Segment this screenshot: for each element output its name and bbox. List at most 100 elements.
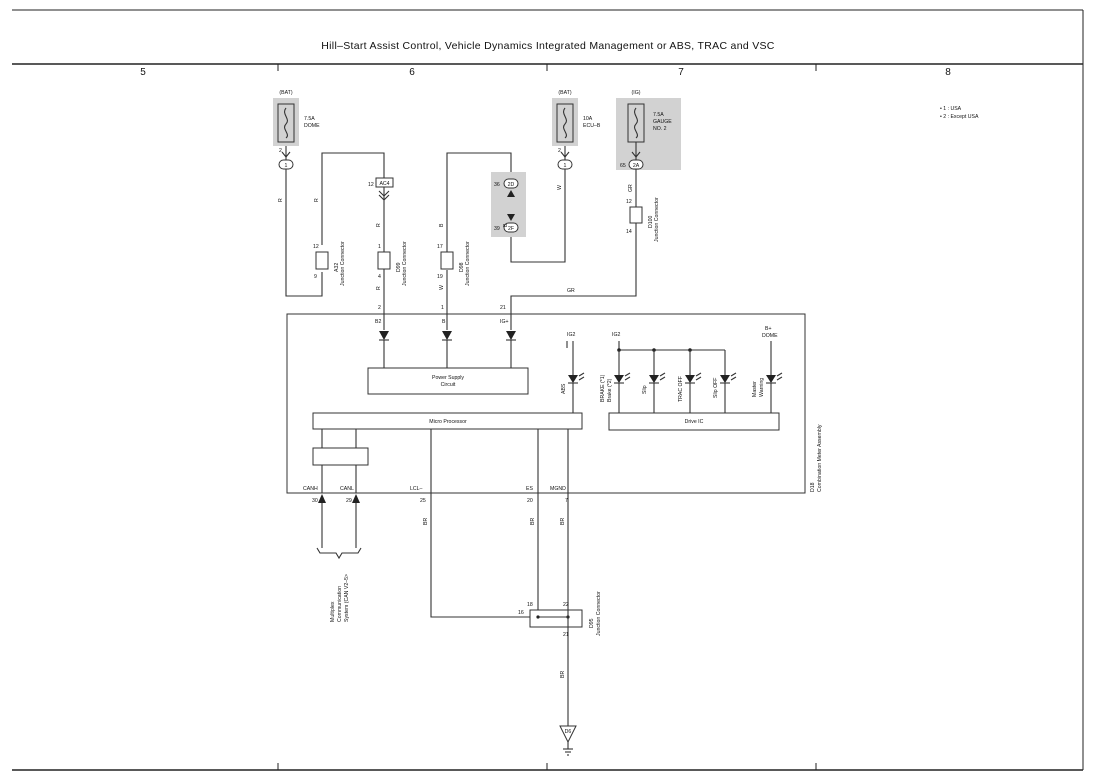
d100-type: Junction Connector — [654, 197, 660, 242]
arrow-up-icon — [507, 190, 515, 197]
wire-b: B — [503, 223, 509, 227]
dome-src-bplus: B+ — [765, 326, 772, 332]
meter-pin-canh-num: 30 — [312, 498, 318, 504]
column-number-7: 7 — [678, 67, 684, 78]
ground-label: D6 — [565, 729, 572, 735]
d99-name: D99 — [396, 262, 402, 272]
connector-2d-label: 2D — [508, 182, 515, 188]
d95-type: Junction Connector — [596, 591, 602, 636]
drive-ic-label: Drive IC — [685, 419, 704, 425]
fuse-dome-name: DOME — [304, 123, 320, 129]
arrow-down-icon — [507, 214, 515, 221]
wires — [285, 152, 637, 726]
diode-icon — [506, 331, 516, 340]
wire-labels: R R R R B W B W GR GR BR BR BR BR — [278, 184, 634, 678]
meter-name: Combination Meter Assembly — [817, 424, 823, 492]
arrow-up-icon — [318, 494, 326, 503]
fuse-dome-source: (BAT) — [279, 90, 292, 96]
d98-pin-bottom: 19 — [437, 274, 443, 280]
fuse-gauge-source: (IG) — [632, 90, 641, 96]
combination-meter: 2 1 21 B2 B IG+ Power Supply Circuit Mic… — [286, 305, 823, 504]
lamp-abs: ABS — [561, 383, 567, 394]
fuse-symbol-icon — [284, 107, 288, 139]
note-except-usa: • 2 : Except USA — [940, 114, 979, 120]
lamp-warning: Warning — [759, 378, 765, 397]
lamp-master: Master — [752, 381, 758, 397]
lamp-group — [614, 350, 737, 413]
d98-name: D98 — [459, 262, 465, 272]
fuse-ecub-pin: 2 — [558, 148, 561, 154]
connector-2d-2f: 36 2D 39 2F — [491, 172, 526, 237]
fuse-ecub: (BAT) 10A ECU–B 2 1 — [552, 90, 601, 170]
a32-name: A32 — [334, 263, 340, 272]
fuse-dome-connector: 1 — [285, 163, 288, 169]
meter-id: D18 — [810, 482, 816, 492]
lamp-brake-1: BRAKE (*1) — [600, 374, 606, 402]
fuse-dome-rating: 7.5A — [304, 116, 315, 122]
junction-connector-d95: 18 16 22 21 D95 Junction Connector — [518, 591, 602, 638]
meter-pin-mgnd-num: 7 — [565, 498, 568, 504]
multiplex-can: Multiplex Communication System (CAN V2–5… — [316, 494, 362, 622]
wire-w: W — [557, 185, 563, 190]
wire-gr: GR — [567, 288, 575, 294]
fuse-ecub-source: (BAT) — [558, 90, 571, 96]
d95-pin-16: 16 — [518, 610, 524, 616]
d98-type: Junction Connector — [465, 241, 471, 286]
d99-type: Junction Connector — [402, 241, 408, 286]
fuse-symbol-icon — [634, 107, 638, 139]
d99-pin-bottom: 4 — [378, 274, 381, 280]
power-supply-label-1: Power Supply — [432, 375, 464, 381]
lamp-slip-off: Slip OFF — [713, 378, 719, 398]
multiplex-label-2: Communication — [337, 586, 343, 622]
fuse-gauge-name2: NO. 2 — [653, 126, 667, 132]
fuse-gauge-connector: 2A — [633, 163, 640, 169]
column-number-8: 8 — [945, 67, 951, 78]
wire-br: BR — [560, 518, 566, 525]
wire-r: R — [314, 198, 320, 202]
connector-ac4: 12 AC4 — [368, 177, 394, 201]
diode-icon — [379, 331, 389, 340]
d95-pin-18: 18 — [527, 602, 533, 608]
diagram-title: Hill–Start Assist Control, Vehicle Dynam… — [321, 40, 774, 52]
connector-ac4-label: AC4 — [379, 181, 389, 187]
led-icon — [720, 375, 730, 383]
d95-name: D95 — [589, 618, 595, 628]
led-icon — [649, 375, 659, 383]
ground-icon — [559, 725, 577, 744]
fuse-ecub-connector: 1 — [564, 163, 567, 169]
fuse-symbol-icon — [563, 107, 567, 139]
d100-pin-top: 12 — [626, 199, 632, 205]
column-number-5: 5 — [140, 67, 146, 78]
connector-2f-label: 2F — [508, 226, 514, 232]
wire-br: BR — [530, 518, 536, 525]
wire-r: R — [376, 286, 382, 290]
connector-2f-pin: 39 — [494, 226, 500, 232]
note-usa: • 1 : USA — [940, 106, 962, 112]
lamp-brake-2: Brake (*2) — [607, 378, 613, 402]
led-icon — [614, 375, 624, 383]
meter-pin-b-num: 1 — [441, 305, 444, 311]
fuse-gauge: (IG) 7.5A GAUGE NO. 2 65 2A — [616, 90, 681, 170]
meter-pin-b-label: B — [442, 319, 446, 325]
fuse-gauge-name: GAUGE — [653, 119, 672, 125]
multiplex-label-3: System (CAN V2–5> — [344, 574, 350, 622]
connector-2d-pin: 36 — [494, 182, 500, 188]
meter-pin-es-label: ES — [526, 486, 533, 492]
meter-pin-mgnd-label: MGND — [550, 486, 566, 492]
a32-pin-bottom: 9 — [314, 274, 317, 280]
wire-r: R — [278, 198, 284, 202]
ig2-label: IG2 — [567, 332, 575, 338]
led-icon — [685, 375, 695, 383]
d95-pin-22: 22 — [563, 602, 569, 608]
meter-pin-b2-num: 2 — [378, 305, 381, 311]
lamp-trac-off: TRAC OFF — [678, 376, 684, 402]
meter-pin-canl-num: 29 — [346, 498, 352, 504]
wire-w: W — [439, 285, 445, 290]
junction-connector-d100: 12 14 D100 Junction Connector — [626, 197, 660, 242]
multiplex-label-1: Multiplex — [330, 601, 336, 622]
wire-br: BR — [560, 671, 566, 678]
fuse-dome-pin: 2 — [279, 148, 282, 154]
a32-type: Junction Connector — [340, 241, 346, 286]
fuse-ecub-rating: 10A — [583, 116, 593, 122]
